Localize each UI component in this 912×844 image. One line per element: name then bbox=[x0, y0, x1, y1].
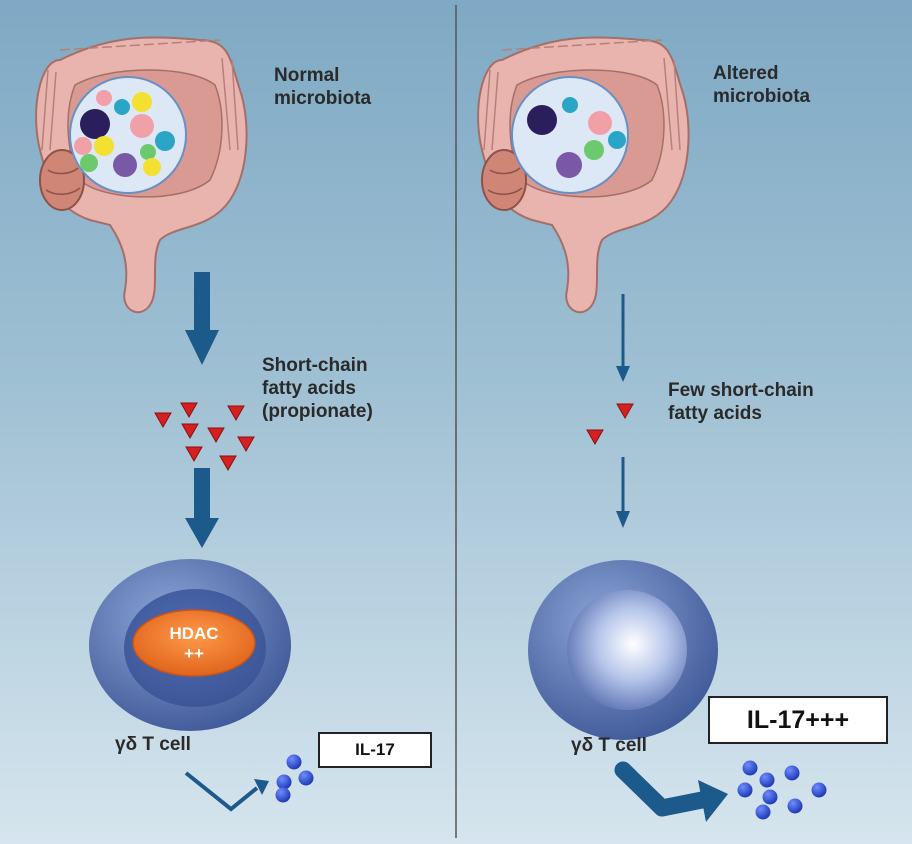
altered-microbiota-label: Altered microbiota bbox=[713, 63, 811, 107]
left-gd-t-cell bbox=[89, 559, 291, 731]
left-scfa-triangles bbox=[154, 402, 255, 472]
right-arrow-2 bbox=[616, 457, 630, 528]
right-gd-t-cell bbox=[528, 560, 718, 740]
left-il17-dots bbox=[275, 754, 314, 803]
normal-microbiota-label: Normal microbiota bbox=[274, 65, 372, 109]
left-microbiota-circle bbox=[69, 76, 187, 194]
left-colon bbox=[35, 36, 248, 314]
il17-box: IL-17 bbox=[318, 732, 432, 768]
right-il17-arrow bbox=[614, 761, 728, 822]
il17-label: IL-17 bbox=[355, 740, 395, 759]
right-gd-t-cell-label: γδ T cell bbox=[571, 735, 647, 756]
few-scfa-label: Few short-chain fatty acids bbox=[668, 380, 814, 424]
right-il17-dots bbox=[737, 760, 827, 820]
right-microbiota-circle bbox=[511, 76, 629, 194]
hdac-ellipse bbox=[132, 609, 256, 677]
scfa-propionate-label: Short-chain fatty acids (propionate) bbox=[262, 355, 373, 422]
il17-plus-label: IL-17+++ bbox=[746, 705, 850, 734]
right-scfa-triangles bbox=[586, 403, 634, 446]
left-il17-arrow bbox=[184, 771, 269, 812]
il17-plus-box: IL-17+++ bbox=[708, 696, 888, 744]
right-colon bbox=[477, 36, 690, 314]
left-arrow-1 bbox=[185, 272, 219, 365]
hdac-label: HDAC ++ bbox=[169, 624, 219, 663]
right-arrow-1 bbox=[616, 294, 630, 382]
left-arrow-2 bbox=[185, 468, 219, 548]
left-gd-t-cell-label: γδ T cell bbox=[115, 734, 191, 755]
